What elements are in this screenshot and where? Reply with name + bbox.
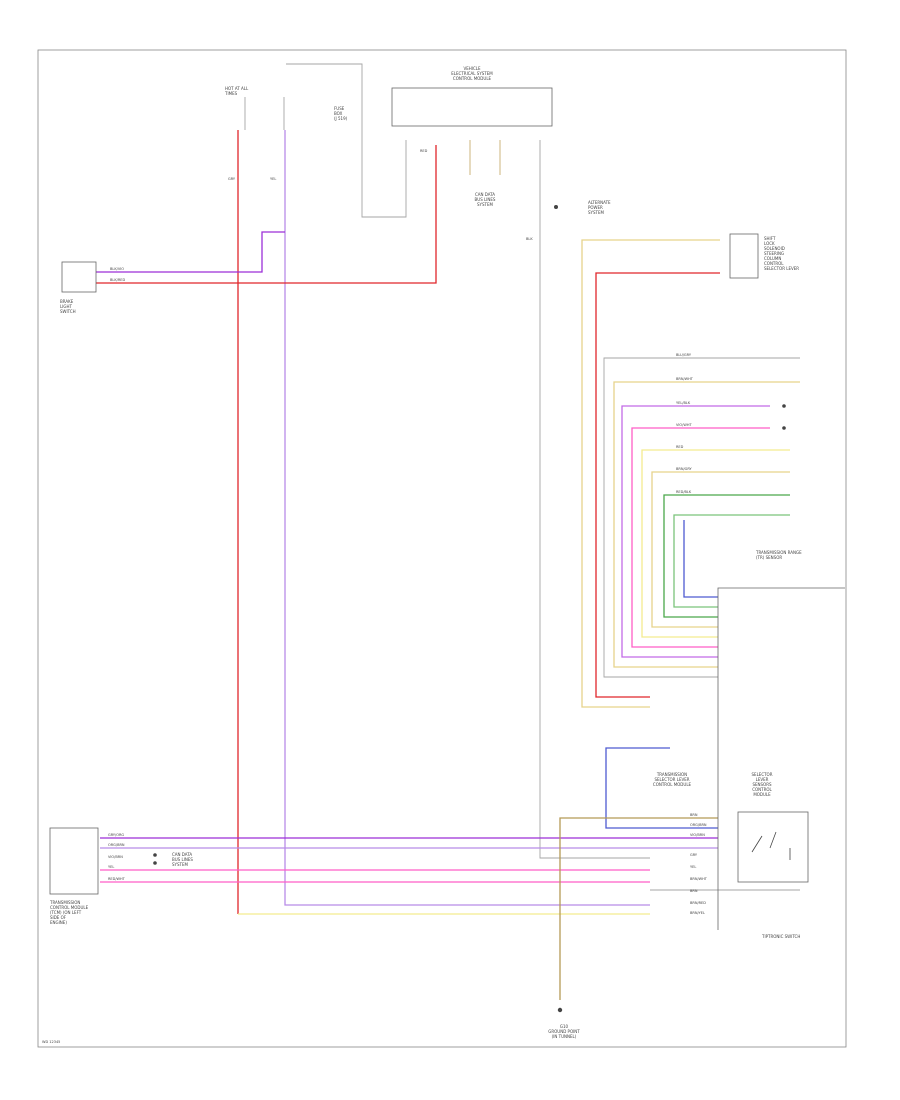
tag-selector-1: BRN xyxy=(690,813,698,817)
wire-bundle-green2 xyxy=(673,514,790,608)
tag-sensor-3: YEL/BLK xyxy=(676,401,691,405)
tag-top-4: RED xyxy=(420,149,428,153)
tag-selector-3: VIO/BRN xyxy=(690,833,705,837)
tag-tcm-5: RED/WHT xyxy=(108,877,126,881)
steering-sensor-box xyxy=(729,233,759,279)
tag-tcm-2: ORG/BRN xyxy=(108,843,125,847)
tag-top-1: BLK xyxy=(526,237,533,241)
tag-selector-8: BRN/RED xyxy=(690,901,706,905)
tag-sensor-5: RED xyxy=(676,445,684,449)
tag-selector-6: BRN/WHT xyxy=(690,877,708,881)
wire-bundle-tan xyxy=(613,381,800,668)
tag-selector-5: YEL xyxy=(690,865,696,869)
wire-bundle-gray xyxy=(603,357,800,678)
label-transmission-range: TRANSMISSION RANGE(TR) SENSOR xyxy=(755,550,802,560)
tiptronic-box xyxy=(737,811,809,883)
tag-sensor-4: VIO/WHT xyxy=(676,423,692,427)
ecm-box xyxy=(391,87,553,127)
wire-bundle-yellow xyxy=(641,449,790,638)
switch-contact-2 xyxy=(769,831,777,849)
components xyxy=(49,87,845,930)
wire-gray-top-1 xyxy=(286,63,407,218)
ground-dot-3 xyxy=(782,404,786,408)
ground-dot-1 xyxy=(554,205,558,209)
tag-selector-4: GRY xyxy=(690,853,698,857)
tag-brake-violet: BLK/VIO xyxy=(110,267,124,271)
tag-selector-2: ORG/BRN xyxy=(690,823,707,827)
wire-violet-main xyxy=(284,130,650,906)
switch-symbol xyxy=(751,831,791,860)
tag-tcm-4: YEL xyxy=(108,865,114,869)
tag-tcm-3: VIO/BRN xyxy=(108,855,123,859)
tag-brake-red: BLK/RED xyxy=(110,278,125,282)
wire-sensor-tan xyxy=(581,239,720,708)
tag-sensor-7: RED/BLK xyxy=(676,490,692,494)
ground-dot-2 xyxy=(557,1007,563,1013)
tag-tcm-1: GRY/ORG xyxy=(108,833,124,837)
wire-bundle-green xyxy=(663,494,790,618)
label-tiptronic: TIPTRONIC SWITCH xyxy=(761,934,800,939)
tag-top-2: GRY xyxy=(228,177,236,181)
label-footer: WD 12345 xyxy=(42,1040,60,1044)
ground-dot-4 xyxy=(782,426,786,430)
wire-brake-violet xyxy=(96,231,285,273)
tag-sensor-1: BLU/GRY xyxy=(676,353,692,357)
ground-dot-6 xyxy=(153,861,157,865)
tag-top-3: YEL xyxy=(270,177,276,181)
brake-switch-box xyxy=(61,261,97,293)
wire-ground-olive xyxy=(559,817,718,1000)
tcm-box-left xyxy=(49,827,99,895)
wire-bundle-tan2 xyxy=(651,471,790,628)
wire-bundle-violet xyxy=(621,405,770,658)
wire-sensor-red xyxy=(595,272,720,698)
wire-ecm-gray xyxy=(539,140,650,859)
tcm-box-right xyxy=(717,587,845,930)
ground-symbols xyxy=(153,205,786,1013)
switch-contact-1 xyxy=(751,835,763,853)
tag-sensor-2: BRN/WHT xyxy=(676,377,694,381)
wire-brake-red xyxy=(96,145,437,284)
tag-sensor-6: BRN/GRY xyxy=(676,467,693,471)
ground-dot-5 xyxy=(153,853,157,857)
tag-selector-9: BRN/YEL xyxy=(690,911,705,915)
tag-selector-7: BRN xyxy=(690,889,698,893)
wires xyxy=(96,63,800,1000)
diagram-frame xyxy=(37,49,847,1048)
wire-selector-blue xyxy=(605,747,718,829)
wire-tags: BLK/VIO BLK/RED BLU/GRY BRN/WHT YEL/BLK … xyxy=(108,149,708,915)
wire-bundle-pink xyxy=(631,427,770,648)
wire-bundle-blue xyxy=(683,520,718,598)
